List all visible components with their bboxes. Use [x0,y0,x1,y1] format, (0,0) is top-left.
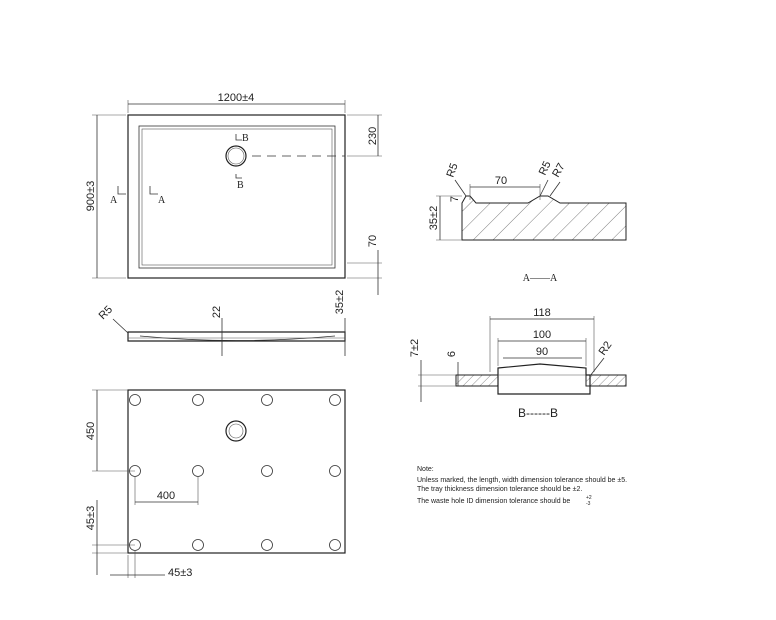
thickness-label: 35±2 [334,290,346,314]
section-b-bottom-label: B [237,180,244,191]
waste-hole [225,145,247,167]
section-a-thickness: 35±2 [428,206,440,230]
tray-outline [127,114,346,279]
foot [192,394,204,406]
section-a-detail: 70 35±2 7 R5 R5 R7 A——A [428,159,627,284]
section-a-marker-left [117,186,126,195]
notes-line-1: Unless marked, the length, width dimensi… [417,477,627,484]
section-a-caption: A——A [523,273,558,284]
side-view: R5 22 35±2 [97,290,346,356]
foot [329,539,341,551]
foot [261,539,273,551]
section-b-left-slab [455,374,499,387]
tray-basin [141,128,333,266]
section-a-r5-left: R5 [445,162,461,179]
tolerance-upper: +2 [586,495,592,501]
bottom-waste-hole [225,420,247,442]
depth-label: 22 [211,306,223,318]
side-radius-label: R5 [97,304,115,322]
notes: Note: Unless marked, the length, width d… [417,466,627,507]
support-feet [129,394,341,551]
section-b-right-slab [585,374,627,387]
rim-label: 70 [367,235,379,247]
waste-offset-label: 230 [367,127,379,145]
height-label: 900±3 [85,181,97,212]
notes-line-2: The tray thickness dimension tolerance s… [417,486,582,493]
section-a-left-label: A [110,195,118,206]
notes-line-3: The waste hole ID dimension tolerance sh… [417,498,570,505]
section-b-dim-100: 100 [533,329,551,341]
dim-400-label: 400 [157,490,175,502]
dim-edge-v-label: 45±3 [85,506,97,530]
section-a-marker-right [149,186,158,195]
waste-hole-inner [227,147,245,165]
tolerance-lower: -3 [586,501,591,507]
section-b-marker-bottom [235,174,242,179]
section-a-profile [461,195,627,241]
top-view: 1200±4 900±3 230 70 A A B B [85,92,382,295]
dim-450-label: 450 [85,422,97,440]
foot [129,394,141,406]
section-a-dim-70: 70 [495,175,507,187]
foot [192,539,204,551]
section-a-right-label: A [158,195,166,206]
section-b-dim-7: 7±2 [409,339,421,357]
foot [261,465,273,477]
section-a-dim-7: 7 [449,196,461,202]
bottom-outline [127,389,346,554]
section-b-dim-90: 90 [536,346,548,358]
dim-edge-h-label: 45±3 [168,567,192,579]
bottom-waste-hole-inner [228,423,244,439]
side-profile [127,331,346,342]
foot [329,394,341,406]
width-label: 1200±4 [218,92,255,104]
foot [261,394,273,406]
section-b-dim-118: 118 [533,307,551,319]
section-b-caption: B------B [518,406,558,420]
section-b-detail: 118 100 90 7±2 6 R2 B------B [409,307,627,420]
section-b-marker-top [235,134,242,141]
section-b-r2: R2 [597,339,615,357]
section-b-top-label: B [242,133,249,144]
tray-inner-rim [138,125,336,269]
foot [192,465,204,477]
section-b-dim-6: 6 [446,351,458,357]
section-a-r7: R7 [550,161,567,179]
section-b-waste [497,363,591,395]
bottom-view: 450 400 45±3 45±3 [85,389,346,579]
notes-title: Note: [417,466,434,473]
section-a-r5-right: R5 [537,159,554,177]
foot [329,465,341,477]
